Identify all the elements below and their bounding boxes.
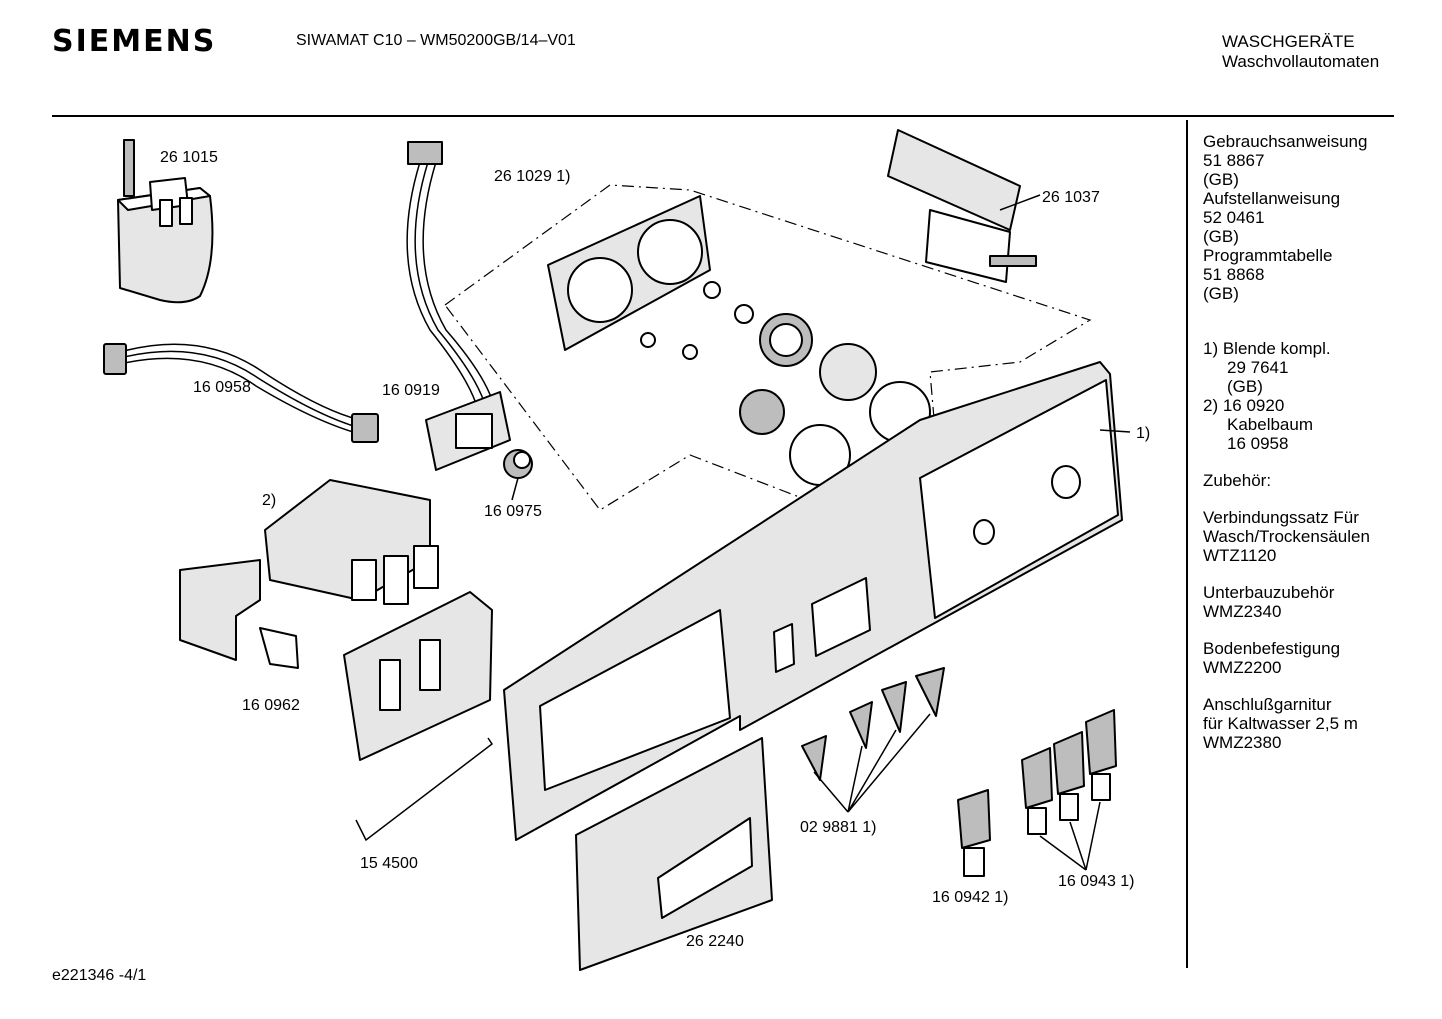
accessory-line: WMZ2340: [1203, 602, 1282, 621]
category-line-1: WASCHGERÄTE: [1222, 32, 1355, 51]
label-160942: 16 0942 1): [932, 889, 1009, 906]
doc-line: (GB): [1203, 227, 1239, 246]
accessory-line: WMZ2200: [1203, 658, 1282, 677]
note-line: 29 7641: [1227, 358, 1289, 377]
label-2611029: 26 1029 1): [494, 168, 571, 185]
part-switch-block: [264, 479, 439, 605]
label-160919: 16 0919: [382, 382, 440, 399]
accessory-line: WTZ1120: [1203, 546, 1277, 565]
accessory-line: für Kaltwasser 2,5 m: [1203, 714, 1358, 733]
category: WASCHGERÄTE Waschvollautomaten: [1222, 32, 1379, 72]
label-029881: 02 9881 1): [800, 819, 877, 836]
doc-line: Programmtabelle: [1203, 246, 1333, 265]
part-drawer-front: [575, 737, 773, 971]
label-note2: 2): [262, 492, 276, 509]
label-160943: 16 0943 1): [1058, 873, 1135, 890]
doc-line: Aufstellanweisung: [1203, 189, 1341, 208]
doc-line: Gebrauchsanweisung: [1203, 132, 1368, 151]
part-fascia-frame: [547, 195, 931, 486]
note-line: 2) 16 0920: [1203, 396, 1285, 415]
part-bracket: [179, 559, 299, 669]
leader-lines: [511, 194, 1131, 501]
part-cable-harness: [103, 343, 379, 443]
group-outline-fascia: [444, 184, 1092, 511]
brand-logo: SIEMENS: [52, 24, 217, 59]
note-line: 1) Blende kompl.: [1203, 339, 1331, 358]
label-160958: 16 0958: [193, 379, 251, 396]
label-panel: 1): [1136, 425, 1150, 442]
accessories-title: Zubehör:: [1203, 471, 1272, 490]
doc-line: 51 8867: [1203, 151, 1265, 170]
note-line: (GB): [1227, 377, 1263, 396]
note-line: Kabelbaum: [1227, 415, 1314, 434]
doc-line: 51 8868: [1203, 265, 1265, 284]
part-clips: [801, 667, 945, 813]
label-160962: 16 0962: [242, 697, 300, 714]
label-160975: 16 0975: [484, 503, 542, 520]
document-code: e221346 -4/1: [52, 967, 147, 984]
accessory-line: Unterbauzubehör: [1203, 583, 1335, 602]
sidebar-info: Gebrauchsanweisung 51 8867 (GB) Aufstell…: [1203, 132, 1370, 752]
accessory-line: Verbindungssatz Für: [1203, 508, 1359, 527]
exploded-view-drawing: 26 1015 16 0958 16 0919 26 1029 1) 26 10…: [103, 129, 1150, 971]
note-line: 16 0958: [1227, 434, 1289, 453]
part-knob-small: [503, 449, 533, 479]
doc-line: (GB): [1203, 170, 1239, 189]
category-line-2: Waschvollautomaten: [1222, 52, 1380, 71]
accessory-line: Wasch/Trockensäulen: [1203, 527, 1370, 546]
sidebar-divider: [1186, 120, 1188, 968]
accessory-line: Bodenbefestigung: [1203, 639, 1341, 658]
part-control-board: [406, 141, 511, 471]
label-261037: 26 1037: [1042, 189, 1100, 206]
accessory-line: Anschlußgarnitur: [1203, 695, 1332, 714]
part-rod: [355, 737, 494, 842]
label-154500: 15 4500: [360, 855, 418, 872]
part-front-panel: [503, 361, 1123, 841]
doc-line: 52 0461: [1203, 208, 1265, 227]
doc-line: (GB): [1203, 284, 1239, 303]
part-button-housing: [343, 591, 493, 761]
header-divider: [52, 115, 1394, 117]
part-suppressor: [117, 139, 214, 304]
model-title: SIWAMAT C10 – WM50200GB/14–V01: [296, 32, 576, 49]
label-261015: 26 1015: [160, 149, 218, 166]
part-buttons: [957, 709, 1117, 877]
part-programmer: [887, 129, 1037, 283]
accessory-line: WMZ2380: [1203, 733, 1282, 752]
label-262240: 26 2240: [686, 933, 744, 950]
